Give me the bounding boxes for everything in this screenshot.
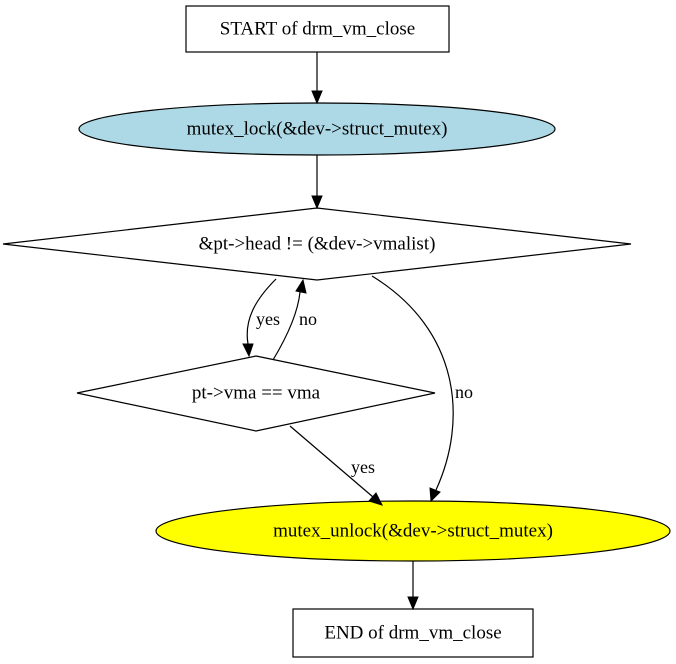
end-label: END of drm_vm_close: [324, 623, 501, 644]
edge-vma-no-line: [272, 291, 301, 361]
edge-loop-yes-arrowhead: [242, 343, 254, 358]
start-node: START of drm_vm_close: [185, 5, 450, 53]
mutex-unlock-node: mutex_unlock(&dev->struct_mutex): [155, 500, 671, 562]
edge-vma-no-label: no: [299, 309, 317, 329]
end-node: END of drm_vm_close: [292, 608, 534, 658]
loop-condition-label: &pt->head != (&dev->vmalist): [199, 234, 436, 255]
mutex-lock-node: mutex_lock(&dev->struct_mutex): [78, 102, 556, 156]
edge-loop-yes-label: yes: [256, 309, 280, 329]
mutex-lock-label: mutex_lock(&dev->struct_mutex): [187, 119, 448, 140]
edge-unlock-to-end-arrowhead: [407, 596, 419, 611]
edge-vma-yes-arrowhead: [368, 492, 383, 506]
edge-vma-no: no: [272, 278, 317, 361]
edge-loop-no-arrowhead: [429, 487, 441, 503]
edge-loop-yes: yes: [242, 278, 280, 358]
vma-condition-node: pt->vma == vma: [76, 355, 436, 432]
end-box: [292, 608, 534, 658]
vma-condition-diamond: [76, 355, 436, 432]
edge-loop-no-label: no: [455, 382, 473, 402]
edge-vma-yes-line: [289, 425, 374, 498]
edge-vma-no-arrowhead: [295, 278, 307, 294]
edge-start-to-lock-arrowhead: [311, 90, 323, 105]
start-box: [185, 5, 450, 53]
edge-start-to-lock: [311, 52, 323, 105]
edge-unlock-to-end: [407, 561, 419, 611]
loop-condition-node: &pt->head != (&dev->vmalist): [2, 207, 632, 281]
edge-vma-yes: yes: [289, 425, 383, 506]
vma-condition-label: pt->vma == vma: [192, 383, 321, 404]
mutex-unlock-label: mutex_unlock(&dev->struct_mutex): [273, 521, 553, 542]
start-label: START of drm_vm_close: [220, 19, 415, 40]
loop-condition-diamond: [2, 207, 632, 281]
edge-loop-no: no: [371, 275, 473, 503]
edge-lock-to-loop-arrowhead: [311, 195, 323, 210]
edge-loop-yes-line: [246, 278, 277, 345]
edge-vma-yes-label: yes: [351, 457, 375, 477]
edge-lock-to-loop: [311, 155, 323, 210]
edge-loop-no-line: [371, 275, 454, 491]
